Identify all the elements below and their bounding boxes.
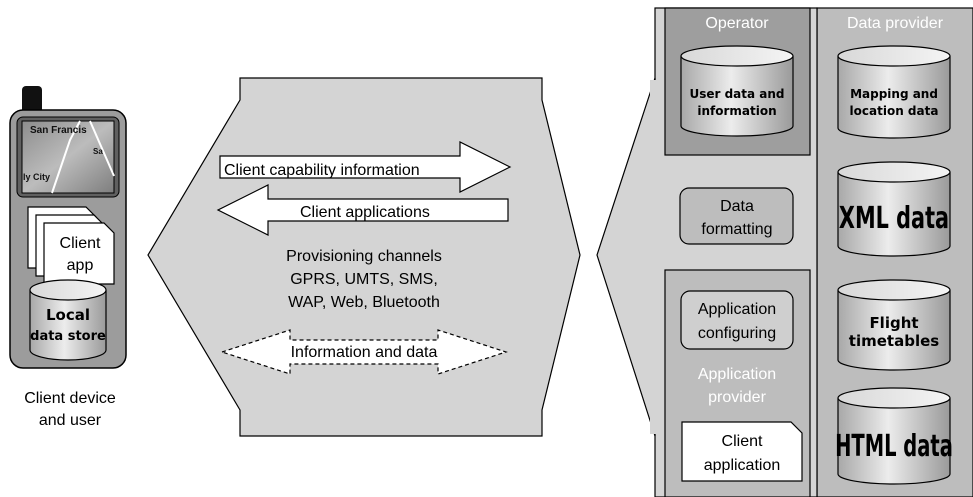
cylinder-top <box>29 279 107 301</box>
mapping-db-label-1: Mapping and <box>850 87 938 101</box>
client-applications-arrow: Client applications <box>216 184 509 236</box>
client-application-label-1: Client <box>722 433 763 450</box>
cylinder-body <box>680 56 794 137</box>
doc-front <box>43 222 115 285</box>
flight-db-label-2: timetables <box>849 332 939 350</box>
app-provider-title-1: Application <box>698 366 776 383</box>
cylinder-body <box>837 172 951 257</box>
operator-title: Operator <box>705 15 769 32</box>
client-caption-2: and user <box>39 412 102 429</box>
client-capability-arrow: Client capability information <box>219 141 512 193</box>
arrow-left-label: Client applications <box>300 204 430 221</box>
mapping-db-label-2: location data <box>850 104 939 118</box>
operator-db: User data and information <box>680 45 794 137</box>
flight-db: Flight timetables <box>837 279 951 371</box>
mapping-db: Mapping and location data <box>837 45 951 139</box>
operator-db-label-1: User data and <box>689 87 784 101</box>
flight-db-label-1: Flight <box>869 314 918 332</box>
client-app-stack: Client app <box>27 206 115 285</box>
information-data-arrow: Information and data <box>220 329 508 375</box>
xml-db: XML data <box>837 161 951 257</box>
app-provider-title-2: provider <box>708 389 766 406</box>
local-store-label-2: data store <box>30 329 106 344</box>
map-label-2: ly City <box>23 172 50 182</box>
server-arrow-head <box>596 77 656 437</box>
arrow-left-shape <box>216 184 509 236</box>
app-config-label-1: Application <box>698 301 776 318</box>
application-configuring-box: Application configuring <box>680 290 794 350</box>
cylinder-top <box>837 387 951 409</box>
client-application-shape <box>681 421 803 482</box>
cylinder-body <box>837 56 951 139</box>
client-app-label-1: Client <box>60 235 101 252</box>
client-app-label-2: app <box>67 257 94 274</box>
channels-heading: Provisioning channels <box>286 248 442 265</box>
map-roads <box>51 120 115 194</box>
channels-line-3: WAP, Web, Bluetooth <box>288 294 440 311</box>
local-data-store: Local data store <box>29 279 107 361</box>
arrow-right-label: Client capability information <box>224 162 420 179</box>
cylinder-body <box>837 290 951 371</box>
data-formatting-label-1: Data <box>720 198 754 215</box>
client-application-doc: Client application <box>681 421 803 482</box>
map-label-1: San Francis <box>30 125 87 136</box>
client-device: San Francis ly City Sa Client app Local … <box>9 86 127 429</box>
data-formatting-label-2: formatting <box>701 221 772 238</box>
phone-screen <box>21 120 115 194</box>
data-provider-title: Data provider <box>847 15 944 32</box>
cylinder-top <box>837 161 951 183</box>
cylinder-body <box>837 398 951 485</box>
html-db-label: HTML data <box>835 429 953 463</box>
app-config-rect <box>680 290 794 350</box>
map-label-3: Sa <box>93 147 103 156</box>
dashed-arrow-shape <box>220 329 508 375</box>
client-application-label-2: application <box>704 457 781 474</box>
local-store-label-1: Local <box>46 306 90 324</box>
client-caption-1: Client device <box>24 390 116 407</box>
data-formatting-box: Data formatting <box>679 187 794 245</box>
dashed-arrow-label: Information and data <box>291 344 438 361</box>
html-db: HTML data <box>835 387 953 485</box>
cylinder-top <box>837 45 951 67</box>
server-arrow-fill <box>650 80 664 434</box>
data-formatting-rect <box>679 187 794 245</box>
cylinder-top <box>680 45 794 67</box>
channels-line-2: GPRS, UMTS, SMS, <box>290 271 438 288</box>
cylinder-body <box>29 290 107 361</box>
arrow-right-shape <box>219 141 512 193</box>
xml-db-label: XML data <box>839 201 949 236</box>
app-config-label-2: configuring <box>698 325 776 342</box>
cylinder-top <box>837 279 951 301</box>
operator-db-label-2: information <box>697 104 776 118</box>
